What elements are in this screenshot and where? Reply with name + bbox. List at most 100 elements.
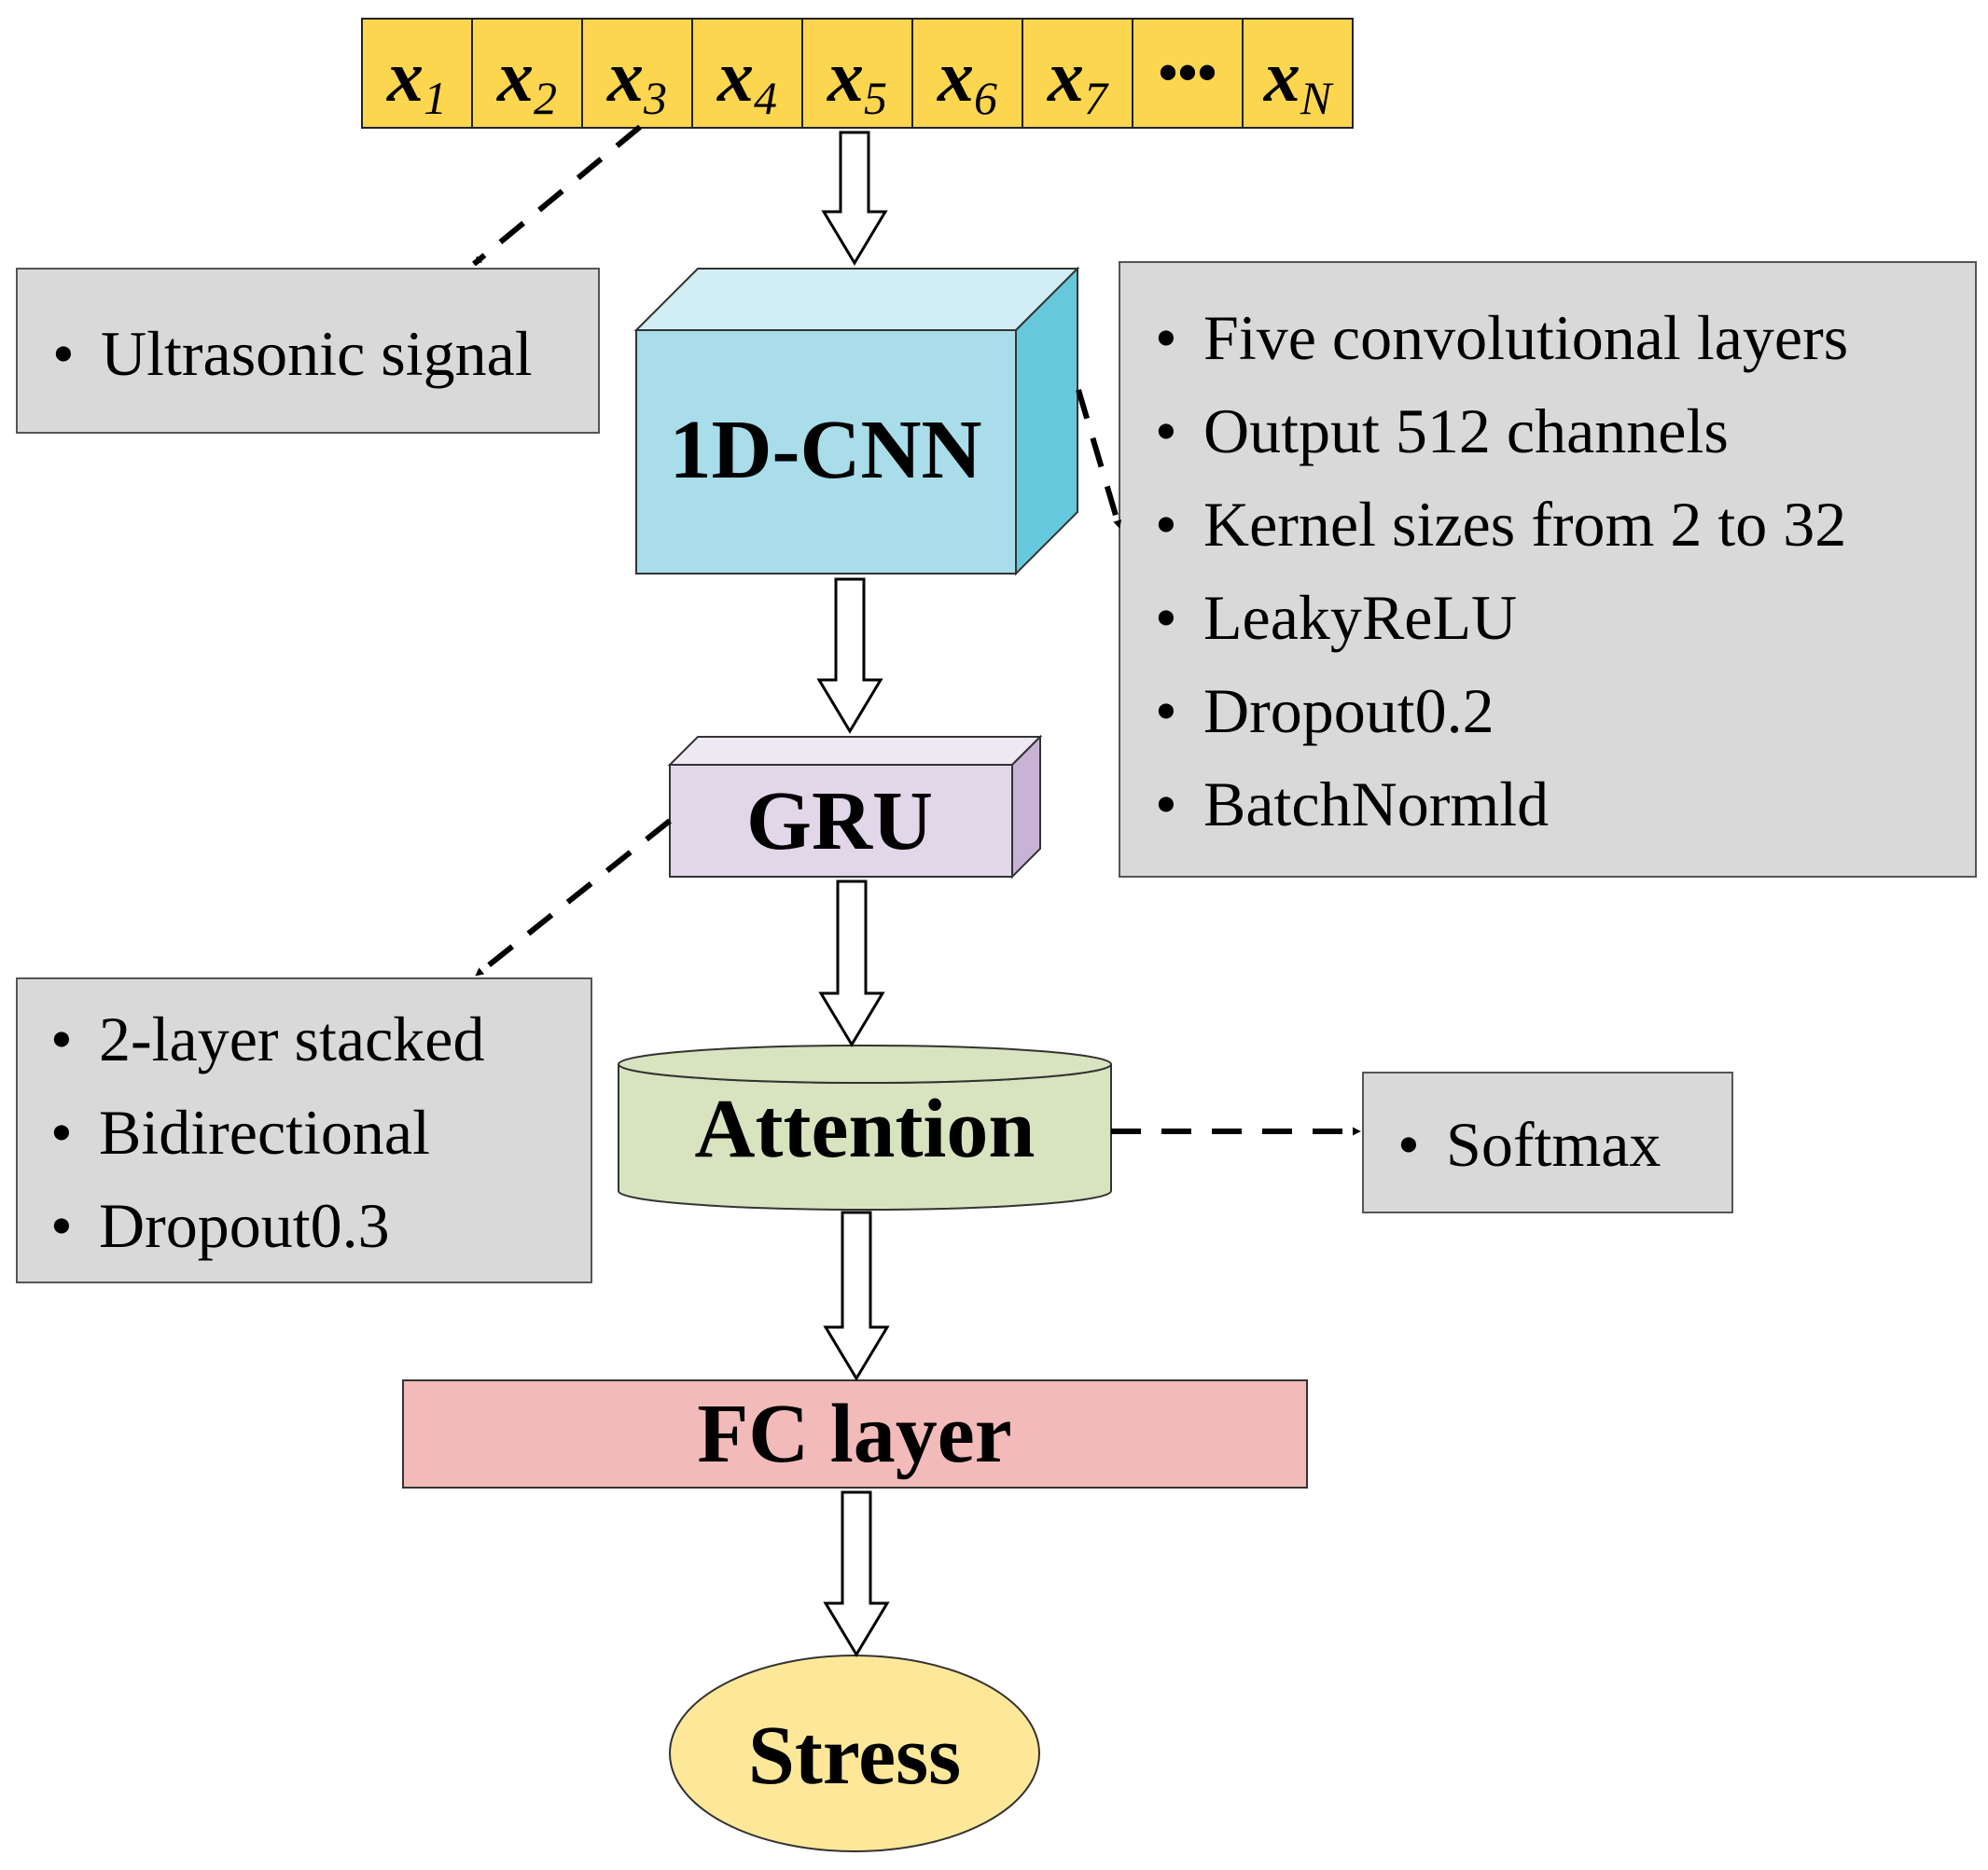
dashed-arrows	[472, 124, 1361, 1136]
sequence-cell-subscript: 3	[643, 72, 667, 124]
flow-arrow-attention-to-fc	[823, 1211, 890, 1381]
note-item: •Dropout0.2	[1155, 675, 1494, 746]
note-bullet: •	[1397, 1109, 1420, 1180]
note-item: • Softmax	[1397, 1109, 1661, 1180]
note-bullet: •	[50, 1190, 73, 1261]
sequence-cell: x6	[911, 18, 1023, 129]
gru-block: GRU	[667, 734, 1043, 880]
note-item-label: Softmax	[1446, 1109, 1661, 1180]
note-item-label: BatchNormld	[1203, 769, 1549, 839]
sequence-cell-subscript: 7	[1084, 72, 1109, 124]
sequence-cell: x3	[581, 18, 693, 129]
output-block: Stress	[669, 1655, 1040, 1852]
note-item-label: Bidirectional	[99, 1097, 430, 1168]
gru-block-front	[669, 764, 1013, 878]
sequence-cell-subscript: 5	[864, 72, 887, 124]
note-item-label: Dropout0.3	[99, 1190, 390, 1261]
sequence-cell: x2	[471, 18, 583, 129]
note-item-label: Dropout0.2	[1203, 675, 1494, 746]
cnn-block-front	[635, 329, 1017, 575]
sequence-cell-base: x	[496, 35, 534, 117]
sequence-cell-label: x3	[606, 35, 667, 124]
cnn-note: •Five convolutional layers•Output 512 ch…	[1119, 261, 1977, 878]
note-item: • Bidirectional	[50, 1097, 430, 1168]
note-bullet: •	[50, 1004, 73, 1074]
attention-note: • Softmax	[1362, 1072, 1733, 1213]
note-item: • BatchNormld	[1155, 769, 1549, 839]
dashed-arrow-input-note	[472, 124, 642, 267]
sequence-cell-subscript: 6	[974, 72, 997, 124]
input-note: • Ultrasonic signal	[16, 268, 600, 434]
flow-arrow-gru-to-attention	[818, 880, 885, 1047]
fc-rect	[402, 1379, 1308, 1489]
flow-arrows	[816, 131, 890, 1657]
attention-block: Attention	[618, 1045, 1112, 1211]
note-bullet: •	[1155, 582, 1177, 653]
attention-label: Attention	[695, 1083, 1036, 1175]
sequence-cell-box	[691, 18, 803, 129]
sequence-cell-label: xN	[1263, 35, 1334, 124]
note-bullet: •	[52, 318, 75, 389]
note-item: • LeakyReLU	[1155, 582, 1517, 653]
sequence-cell-label: •••	[1158, 42, 1216, 104]
output-label: Stress	[748, 1710, 961, 1802]
gru-note: • 2-layer stacked • Bidirectional • Dropout0.…	[16, 977, 592, 1283]
note-item-label: LeakyReLU	[1203, 582, 1517, 653]
sequence-cell-label: x2	[496, 35, 557, 124]
note-item-label: Five convolutional layers	[1203, 302, 1848, 373]
note-item-label: Kernel sizes from 2 to 32	[1203, 489, 1846, 560]
sequence-cell-label: x7	[1047, 35, 1109, 124]
sequence-cell-base: x	[716, 35, 754, 117]
note-bullet: •	[1155, 395, 1177, 466]
note-bullet: •	[1155, 769, 1177, 839]
output-ellipse	[669, 1655, 1040, 1852]
sequence-cell: xN	[1242, 18, 1354, 129]
note-item: • Output 512 channels	[1155, 395, 1729, 466]
sequence-cell: •••	[1132, 18, 1244, 129]
sequence-cell: x4	[691, 18, 803, 129]
sequence-cell-base: x	[606, 35, 644, 117]
sequence-cell-label: x4	[716, 35, 777, 124]
note-item: •Five convolutional layers	[1155, 302, 1848, 373]
sequence-cell-label: x1	[386, 35, 447, 124]
sequence-cell-box	[581, 18, 693, 129]
note-item-label: Ultrasonic signal	[101, 318, 533, 389]
sequence-cell: x7	[1022, 18, 1133, 129]
flow-arrow-input-to-cnn	[821, 131, 888, 266]
sequence-cell-subscript: N	[1300, 72, 1334, 124]
note-bullet: •	[50, 1097, 73, 1168]
sequence-cell-base: •••	[1158, 42, 1216, 104]
note-item: • 2-layer stacked	[50, 1004, 484, 1074]
sequence-cell-box	[1242, 18, 1354, 129]
sequence-cell-subscript: 4	[754, 72, 777, 124]
sequence-cell-base: x	[937, 35, 974, 117]
note-item: • Kernel sizes from 2 to 32	[1155, 489, 1846, 560]
flow-arrow-cnn-to-gru	[816, 577, 883, 734]
sequence-cell-box	[1132, 18, 1244, 129]
sequence-cell: x1	[361, 18, 473, 129]
cnn-block-top	[633, 268, 1080, 331]
fc-label: FC layer	[697, 1388, 1011, 1480]
sequence-cell-box	[361, 18, 473, 129]
note-item-label: 2-layer stacked	[99, 1004, 484, 1074]
sequence-cell-base: x	[1263, 35, 1300, 117]
sequence-cell-subscript: 2	[534, 72, 557, 124]
sequence-cell-base: x	[1047, 35, 1084, 117]
sequence-cell-label: x6	[937, 35, 997, 124]
cnn-label: 1D-CNN	[670, 404, 982, 496]
note-item-label: Output 512 channels	[1203, 395, 1729, 466]
sequence-cell-box	[1022, 18, 1133, 129]
dashed-arrow-cnn-note	[1076, 389, 1122, 529]
sequence-cell: x5	[801, 18, 913, 129]
dashed-arrow-gru-note	[474, 818, 672, 978]
note-item: • Dropout0.3	[50, 1190, 390, 1261]
note-bullet: •	[1155, 489, 1177, 560]
note-item: • Ultrasonic signal	[52, 318, 533, 389]
attention-top	[618, 1045, 1112, 1084]
fc-block: FC layer	[402, 1379, 1308, 1489]
sequence-cell-base: x	[386, 35, 424, 117]
flow-arrow-fc-to-output	[823, 1490, 890, 1657]
sequence-cell-subscript: 1	[424, 72, 447, 124]
